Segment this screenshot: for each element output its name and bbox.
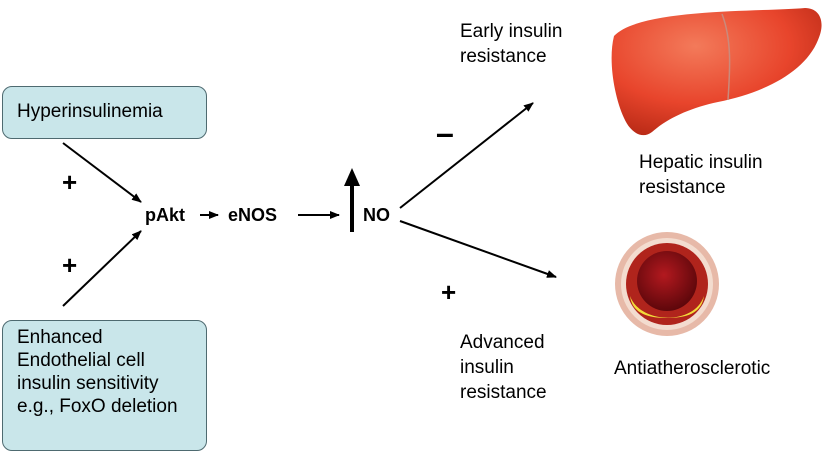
lower-plus-sign: + [62,250,78,280]
hyperinsulinemia-box: Hyperinsulinemia [2,86,207,139]
upper-plus-sign: + [62,167,78,197]
arrow-no-to-early [399,102,534,209]
endothelial-line-3: insulin sensitivity [17,373,159,394]
early-insulin-resistance-line-1: Early insulin [460,21,563,42]
endothelial-sensitivity-box: Enhanced Endothelial cell insulin sensit… [2,320,207,451]
hepatic-insulin-resistance-line-1: Hepatic insulin [639,152,763,173]
enos-label: eNOS [228,205,278,225]
pakt-label: pAkt [145,205,185,225]
liver-icon [611,8,822,136]
arrow-endo-to-pakt [62,230,142,307]
hepatic-insulin-resistance-line-2: resistance [639,177,726,198]
endothelial-line-1: Enhanced [17,327,103,348]
advanced-insulin-resistance-line-3: resistance [460,382,547,403]
right-plus-sign: + [441,277,457,307]
no-label: NO [363,205,390,225]
hyperinsulinemia-label: Hyperinsulinemia [17,101,163,122]
endothelial-line-4: e.g., FoxO deletion [17,396,178,417]
antiatherosclerotic-label: Antiatherosclerotic [614,358,771,379]
minus-sign: – [436,115,454,151]
advanced-insulin-resistance-line-2: insulin [460,357,514,378]
arrow-hyper-to-pakt [62,142,142,203]
no-increase-arrow-head [344,168,360,186]
endothelial-line-2: Endothelial cell [17,350,145,371]
artery-cross-section-icon [615,232,719,336]
early-insulin-resistance-line-2: resistance [460,46,547,67]
advanced-insulin-resistance-line-1: Advanced [460,332,545,353]
arrow-no-to-advanced [399,220,557,278]
